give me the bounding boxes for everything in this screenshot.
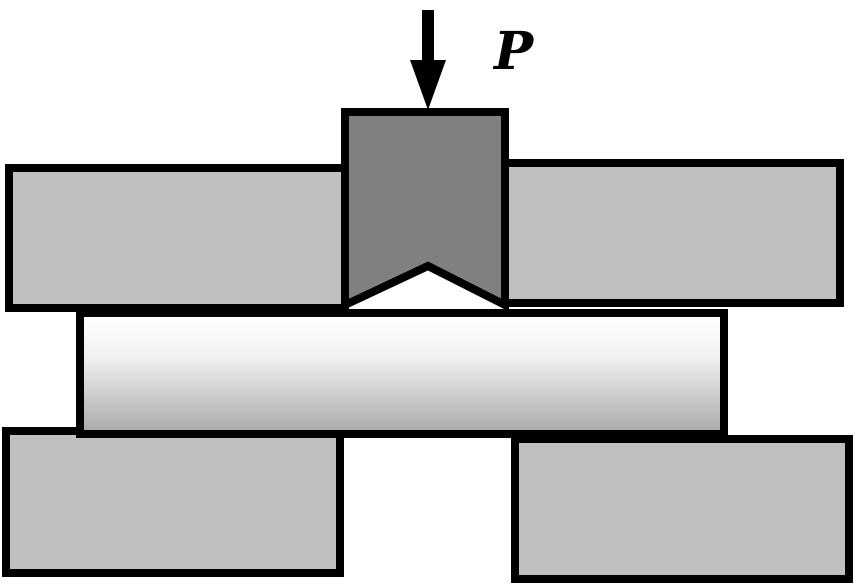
bottom-right-support-block bbox=[511, 435, 853, 583]
bottom-left-support-block bbox=[2, 427, 344, 577]
specimen-beam bbox=[76, 309, 728, 438]
load-arrow bbox=[410, 10, 446, 110]
load-arrow-head bbox=[410, 60, 446, 110]
top-left-support-block bbox=[5, 164, 349, 312]
v-notch-punch bbox=[341, 108, 509, 312]
top-right-support-block bbox=[500, 159, 844, 307]
v-notch-gap bbox=[352, 271, 500, 309]
load-label: P bbox=[492, 21, 535, 82]
